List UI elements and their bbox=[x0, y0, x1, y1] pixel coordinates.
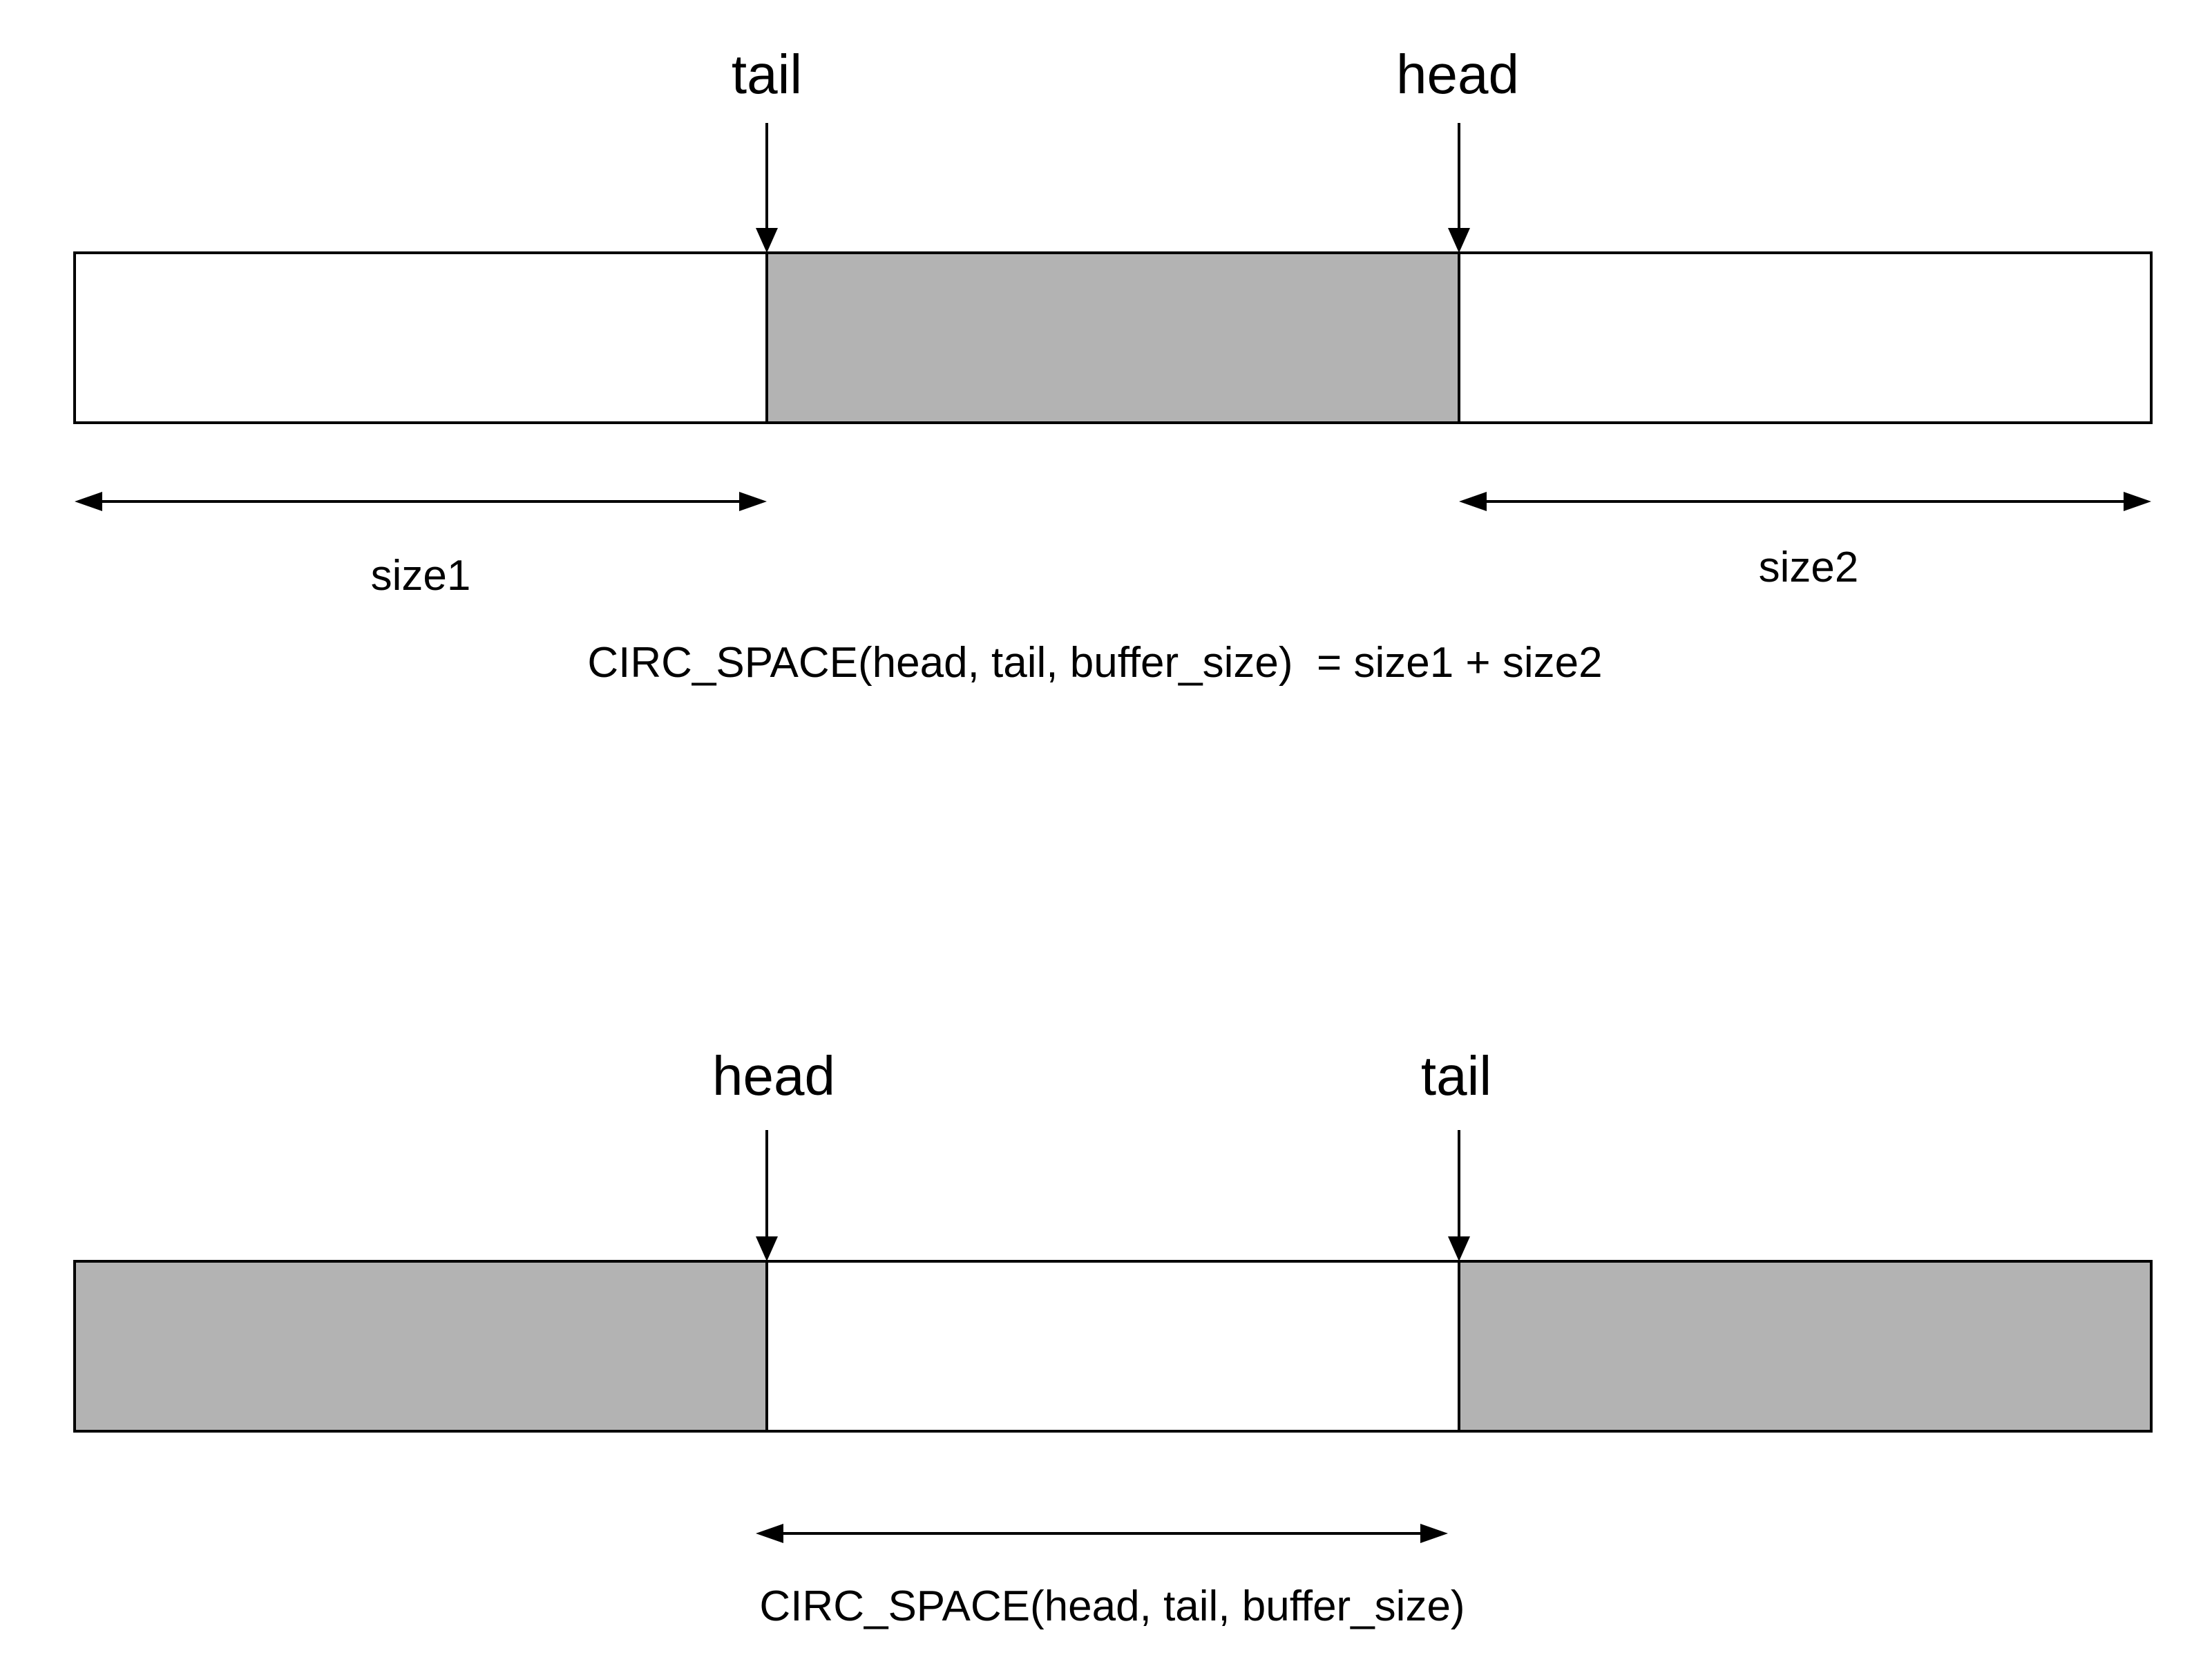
top-pointer-right-label: head bbox=[1396, 44, 1519, 105]
top-size1-arrow bbox=[75, 492, 767, 511]
top-pointer-right-arrow bbox=[1448, 123, 1470, 253]
top-size1-label: size1 bbox=[371, 552, 471, 600]
bottom-buffer-segment-used-left bbox=[73, 1260, 768, 1433]
bottom-diagram: head tail CIRC_SPACE(head, tail, buffer_… bbox=[73, 1045, 2153, 1630]
bottom-space-arrow bbox=[756, 1524, 1448, 1543]
bottom-pointer-right-label: tail bbox=[1421, 1045, 1491, 1107]
top-size2-arrow bbox=[1459, 492, 2151, 511]
bottom-pointer-right-arrow bbox=[1448, 1130, 1470, 1261]
top-size2-label: size2 bbox=[1759, 544, 1859, 591]
bottom-pointer-left-label: head bbox=[712, 1045, 835, 1107]
top-buffer-segment-free-right bbox=[1458, 251, 2153, 424]
bottom-buffer-segment-used-right bbox=[1458, 1260, 2153, 1433]
top-buffer-segment-free-left bbox=[73, 251, 768, 424]
bottom-pointer-left-arrow bbox=[756, 1130, 778, 1261]
top-pointer-left-arrow bbox=[756, 123, 778, 253]
top-buffer-segment-used bbox=[765, 251, 1460, 424]
bottom-formula: CIRC_SPACE(head, tail, buffer_size) bbox=[759, 1582, 1465, 1630]
top-pointer-left-label: tail bbox=[732, 44, 802, 105]
bottom-buffer-segment-free bbox=[765, 1260, 1460, 1433]
top-formula: CIRC_SPACE(head, tail, buffer_size) = si… bbox=[587, 639, 1602, 687]
top-diagram: tail head size1 size2 CIRC_SP bbox=[73, 44, 2153, 687]
